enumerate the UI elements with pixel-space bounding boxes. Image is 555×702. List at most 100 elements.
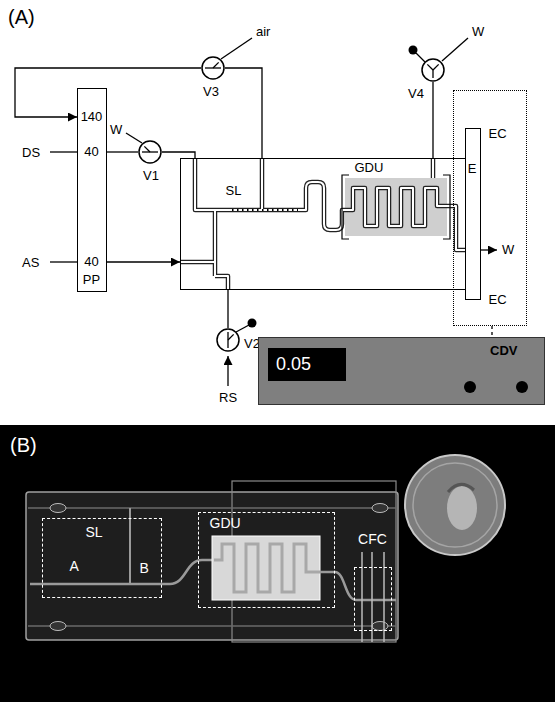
valve-port <box>432 70 433 78</box>
cell-electrode <box>361 552 363 642</box>
valve-port <box>427 64 433 70</box>
valve-shape <box>201 56 225 80</box>
part-label: W <box>110 122 122 138</box>
valve-port <box>213 62 219 68</box>
photo-channel <box>30 560 214 584</box>
channel-outline <box>431 159 436 178</box>
waste-wire <box>126 133 142 143</box>
coin-hair <box>448 484 474 492</box>
node-label: CDV <box>490 343 517 359</box>
valve-port <box>150 151 158 152</box>
cell-electrode <box>383 552 385 642</box>
node-label: V4 <box>408 86 424 102</box>
photo-channel <box>28 625 396 627</box>
as-wire <box>50 261 77 262</box>
channel-outline <box>300 182 345 230</box>
node-label: E <box>468 161 477 177</box>
channel-outline <box>215 276 228 290</box>
valve-port <box>433 64 439 70</box>
detector-knob <box>464 381 476 393</box>
serpentine-photo <box>214 544 320 592</box>
region-box: SLAB <box>42 518 162 598</box>
valve-body <box>217 329 239 351</box>
channel-outline <box>260 159 265 210</box>
node-label: V1 <box>143 168 159 184</box>
part-label: air <box>256 24 270 40</box>
reservoir-hole <box>50 622 66 631</box>
air-wire <box>221 38 252 59</box>
channel-outline <box>180 260 215 265</box>
serpentine-bore <box>345 188 447 226</box>
part-label: DS <box>22 145 40 161</box>
reservoir-hole <box>372 622 388 631</box>
node-label: CFC <box>358 531 387 548</box>
valve-knob <box>248 319 257 328</box>
connector <box>491 326 492 337</box>
conductivity-detector: 0.05CDV <box>258 337 545 405</box>
reservoir-hole <box>372 504 388 513</box>
valve-port <box>227 340 228 348</box>
cell-electrode <box>371 552 373 642</box>
connector <box>107 261 180 262</box>
region-box: GDU <box>198 512 335 608</box>
node-label: 40 <box>84 254 98 270</box>
coin <box>405 455 505 555</box>
channel-bore <box>300 182 345 230</box>
part-label: (A) <box>8 6 35 29</box>
bracket <box>443 175 450 239</box>
valve-port <box>228 334 234 340</box>
part-label: W <box>472 24 484 40</box>
serpentine-outline <box>345 188 447 226</box>
channel-bore <box>215 276 228 290</box>
valve-shape <box>421 58 445 82</box>
ds-wire <box>50 151 77 152</box>
pump-box: 1404040PP <box>77 88 107 292</box>
valve: V3 <box>201 56 225 80</box>
node-label: PP <box>83 272 100 288</box>
valve-body <box>139 141 161 163</box>
rs-wire <box>227 356 228 386</box>
valve-port <box>205 67 213 68</box>
coin-rim <box>413 463 497 547</box>
electrode-cell: EECEC <box>453 90 527 326</box>
membrane <box>212 536 320 600</box>
node-label: A <box>70 558 79 575</box>
node-label: EC <box>489 292 507 308</box>
part-label: AS <box>22 255 39 271</box>
chip-photo <box>26 492 398 640</box>
node-label: SL <box>86 524 103 541</box>
valve: V1 <box>138 140 162 164</box>
connector <box>432 82 433 158</box>
connector <box>225 68 262 158</box>
reservoir-hole <box>50 504 66 513</box>
node-label: 40 <box>84 144 98 160</box>
bracket <box>342 175 349 239</box>
connector <box>227 290 228 328</box>
channel-bore <box>180 261 215 263</box>
channel-bore <box>432 159 434 178</box>
valve-body <box>202 57 224 79</box>
region-box: CFC <box>354 567 392 631</box>
valve: V4 <box>421 58 445 82</box>
channel-outline <box>213 210 218 276</box>
valve-body <box>422 59 444 81</box>
node-label: V3 <box>203 84 219 100</box>
sample-loop-dots <box>232 209 298 211</box>
channel-bore <box>195 159 300 210</box>
part-label: W <box>502 242 514 258</box>
part-label: (B) <box>10 434 37 457</box>
channel-outline <box>195 159 300 210</box>
part-label: RS <box>219 390 237 406</box>
valve-shape <box>138 140 162 164</box>
valve-knob <box>409 46 418 55</box>
valve-shape <box>216 328 240 352</box>
outlet-wire <box>481 249 497 250</box>
coin-face <box>447 486 477 530</box>
electrode: E <box>465 128 481 300</box>
photo-channel <box>129 508 131 584</box>
valve-handle <box>416 53 425 62</box>
valve: V2 <box>216 328 240 352</box>
valve-handle <box>236 325 249 332</box>
